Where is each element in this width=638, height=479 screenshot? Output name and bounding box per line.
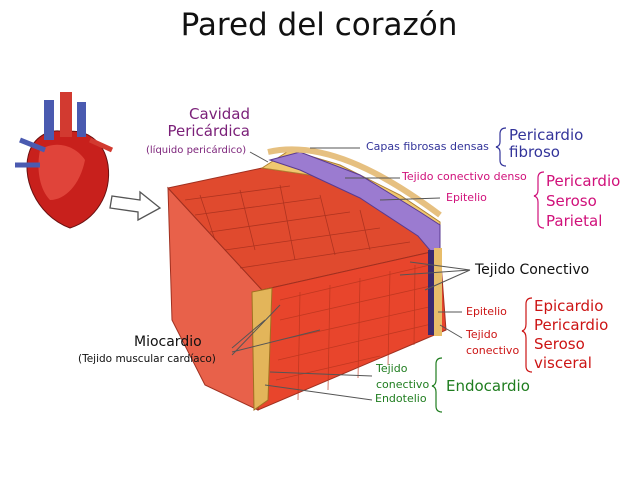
label-tejido-conectivo-denso: Tejido conectivo denso	[402, 170, 527, 183]
label-epicardio-line2: Pericardio	[534, 316, 609, 334]
label-endo-tejido-line2: conectivo	[376, 378, 430, 391]
label-pericardio-fibroso-line1: Pericardio	[509, 126, 584, 144]
label-epitelio-visceral: Epitelio	[466, 305, 507, 318]
tissue-block	[167, 146, 447, 411]
brace-visceral	[521, 297, 533, 373]
leader-lines	[231, 147, 471, 401]
label-tejido-conectivo: Tejido Conectivo	[475, 262, 590, 278]
label-pericardio-fibroso: Pericardio fibroso	[509, 126, 584, 162]
brace-parietal	[533, 171, 545, 229]
label-cavidad-line1: Cavidad	[189, 105, 250, 123]
label-cavidad-line2: Pericárdica	[167, 122, 250, 141]
label-capas-fibrosas: Capas fibrosas densas	[366, 140, 489, 153]
label-endotelio: Endotelio	[375, 392, 427, 405]
label-endo-tejido: Tejido conectivo	[376, 361, 429, 393]
heart-icon	[15, 92, 114, 229]
label-epicardio-line1: Epicardio	[534, 297, 604, 315]
page-title: Pared del corazón	[180, 7, 458, 43]
label-tcv-line2: conectivo	[466, 344, 520, 357]
label-epitelio-parietal: Epitelio	[446, 191, 487, 204]
label-tejido-conectivo-visceral: Tejido conectivo	[466, 327, 519, 359]
arrow-icon	[109, 190, 162, 222]
label-epicardio: Epicardio Pericardio Seroso visceral	[534, 297, 608, 373]
label-epicardio-line4: visceral	[534, 354, 592, 372]
label-miocardio: Miocardio	[134, 334, 202, 350]
label-epicardio-line3: Seroso	[534, 335, 585, 353]
brace-endocardio	[431, 357, 443, 413]
label-pericardio-seroso-parietal: Pericardio Seroso Parietal	[546, 171, 620, 231]
label-miocardio-sub: (Tejido muscular cardíaco)	[78, 353, 216, 365]
label-liquido: (líquido pericárdico)	[146, 145, 247, 156]
brace-fibroso	[495, 127, 507, 167]
label-endo-tejido-line1: Tejido	[376, 362, 408, 375]
label-parietal-line3: Parietal	[546, 212, 603, 230]
label-cavidad: Cavidad Pericárdica	[150, 105, 250, 141]
label-endocardio: Endocardio	[446, 377, 530, 395]
label-tcv-line1: Tejido	[466, 328, 498, 341]
label-parietal-line2: Seroso	[546, 192, 597, 210]
label-parietal-line1: Pericardio	[546, 172, 621, 190]
label-pericardio-fibroso-line2: fibroso	[509, 143, 560, 162]
